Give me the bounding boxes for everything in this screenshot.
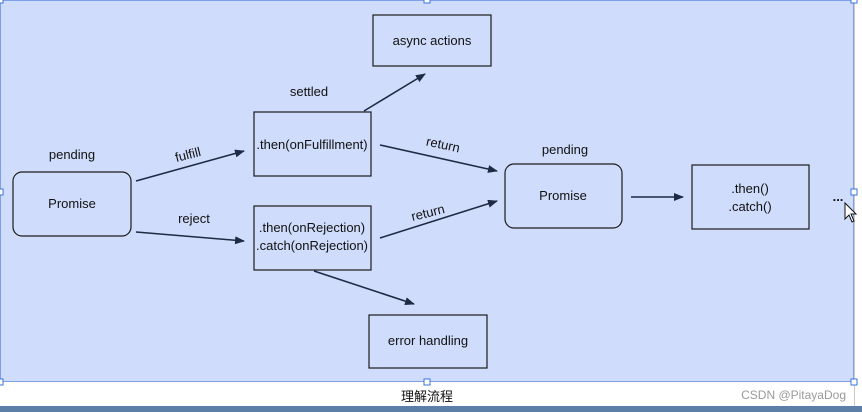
node-promise-mid[interactable]: Promise — [504, 163, 623, 229]
label-fulfill: fulfill — [173, 144, 202, 165]
edge-to-error-handling[interactable] — [313, 270, 415, 305]
selection-handle-top-left[interactable] — [0, 0, 4, 4]
selection-handle-left[interactable] — [0, 188, 4, 196]
node-promise-start[interactable]: Promise — [12, 171, 132, 237]
node-promise-mid-label: Promise — [539, 188, 587, 203]
node-async-actions[interactable]: async actions — [372, 14, 492, 67]
selection-handle-bottom-left[interactable] — [0, 378, 4, 386]
label-return-bottom: return — [410, 201, 447, 224]
selection-handle-bottom[interactable] — [423, 378, 431, 386]
figure-caption: 理解流程 — [400, 390, 453, 405]
edge-to-async-actions[interactable] — [363, 73, 426, 112]
bottom-bar — [0, 406, 862, 412]
selection-handle-top[interactable] — [423, 0, 431, 4]
label-settled: settled — [290, 84, 328, 99]
edge-return-top[interactable] — [379, 144, 498, 173]
label-pending-left: pending — [49, 147, 95, 162]
node-promise-start-label: Promise — [48, 196, 96, 211]
node-catch-label: .catch() — [728, 199, 771, 214]
node-then-fulfillment[interactable]: .then(onFulfillment) — [253, 111, 372, 177]
label-return-top: return — [425, 134, 461, 156]
node-then-rejection-label: .then(onRejection) — [259, 220, 365, 235]
mouse-pointer-icon — [844, 201, 858, 223]
node-async-actions-label: async actions — [393, 33, 472, 48]
edge-reject[interactable] — [135, 231, 245, 245]
label-pending-mid: pending — [542, 142, 588, 157]
label-reject: reject — [178, 211, 210, 226]
selection-handle-right[interactable] — [850, 188, 858, 196]
node-then-fulfillment-label: .then(onFulfillment) — [256, 137, 367, 152]
edge-return-bottom[interactable] — [379, 199, 498, 239]
edge-fulfill[interactable] — [135, 149, 245, 182]
node-then-label: .then() — [731, 181, 769, 196]
selection-handle-top-right[interactable] — [850, 0, 858, 4]
scroll-edge — [854, 0, 855, 406]
node-error-handling[interactable]: error handling — [368, 314, 488, 369]
node-then-catch[interactable]: .then() .catch() — [691, 164, 810, 230]
node-error-handling-label: error handling — [388, 333, 468, 348]
watermark: CSDN @PitayaDog — [741, 388, 846, 402]
node-then-rejection[interactable]: .then(onRejection) .catch(onRejection) — [253, 205, 372, 271]
label-ellipsis: ... — [833, 189, 844, 204]
node-catch-rejection-label: .catch(onRejection) — [256, 238, 368, 253]
selection-handle-bottom-right[interactable] — [850, 378, 858, 386]
